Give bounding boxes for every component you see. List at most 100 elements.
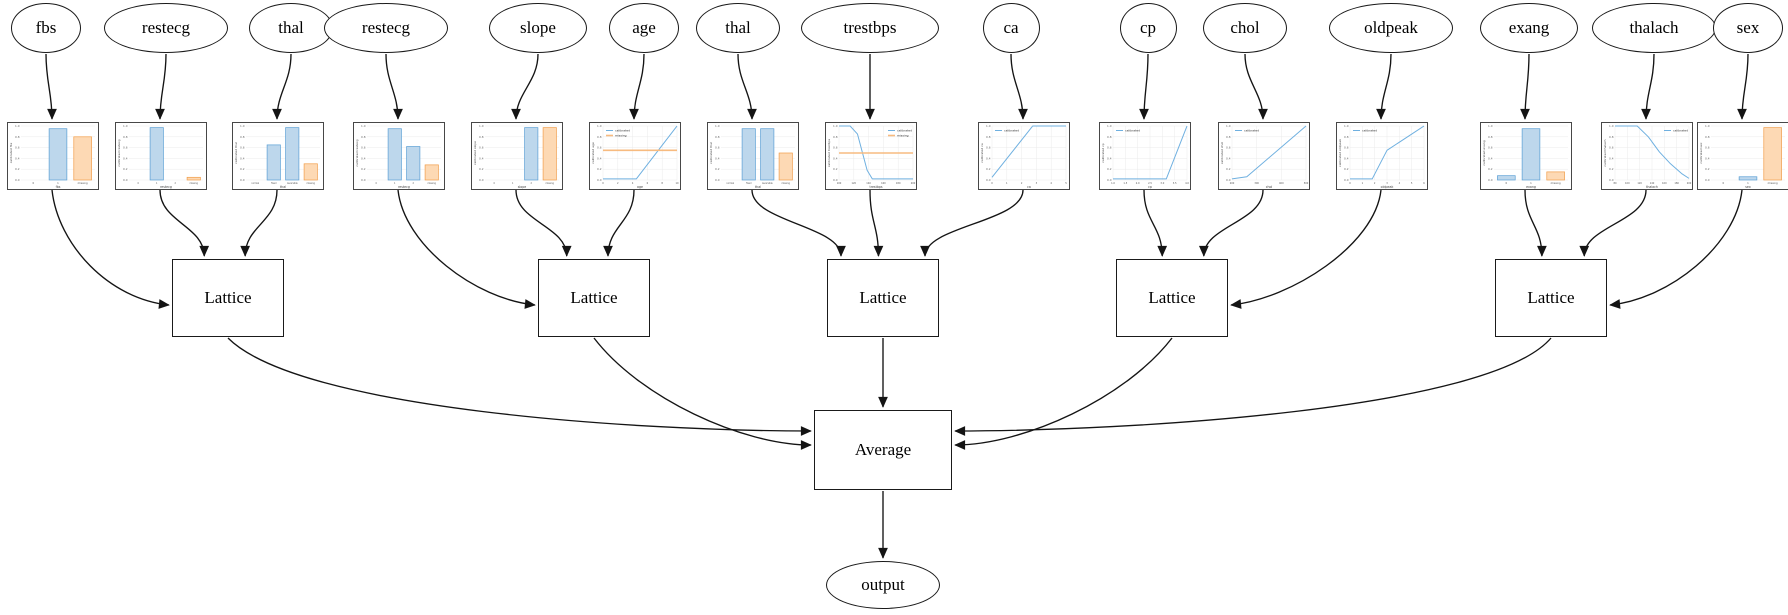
svg-text:restecg: restecg: [160, 185, 172, 189]
feature-node-exang-12: exang: [1480, 3, 1578, 53]
svg-text:fixed: fixed: [746, 182, 752, 185]
feature-node-restecg-1: restecg: [103, 3, 229, 53]
edge-arrow: [1139, 53, 1149, 120]
svg-text:ca: ca: [1027, 185, 1031, 189]
svg-text:0: 0: [1506, 181, 1508, 185]
feature-node-slope-4: slope: [489, 3, 587, 53]
svg-text:180: 180: [1674, 182, 1679, 185]
svg-text:0.2: 0.2: [361, 167, 366, 171]
svg-text:calibrated: calibrated: [1244, 129, 1259, 133]
svg-text:1.0: 1.0: [240, 124, 245, 128]
svg-text:0.4: 0.4: [1344, 156, 1349, 160]
svg-text:0.0: 0.0: [715, 178, 720, 182]
svg-text:calibrated fbs: calibrated fbs: [9, 142, 13, 163]
svg-text:missing: missing: [782, 182, 791, 185]
edge-arrow: [593, 337, 812, 450]
svg-text:0.6: 0.6: [1107, 146, 1112, 150]
svg-text:0.8: 0.8: [15, 135, 20, 139]
svg-text:exang: exang: [1526, 185, 1536, 189]
svg-text:1: 1: [1006, 182, 1008, 185]
svg-text:200: 200: [1687, 182, 1692, 185]
svg-text:0.0: 0.0: [1705, 178, 1710, 182]
svg-text:missing: missing: [546, 182, 555, 185]
edge-arrow: [751, 189, 846, 257]
edge-arrow: [1737, 53, 1749, 120]
svg-text:missing: missing: [1551, 181, 1561, 185]
svg-text:0.8: 0.8: [715, 135, 720, 139]
edge-arrow: [954, 337, 1173, 450]
svg-text:age: age: [637, 185, 643, 189]
svg-text:0: 0: [376, 182, 378, 185]
svg-text:1: 1: [1530, 181, 1532, 185]
svg-text:0: 0: [138, 182, 140, 185]
feature-node-thalach-13: thalach: [1591, 3, 1717, 53]
svg-text:0.0: 0.0: [479, 178, 484, 182]
svg-text:6: 6: [1423, 182, 1425, 185]
edge-arrow: [1520, 53, 1530, 120]
svg-text:missing: missing: [615, 134, 627, 138]
svg-text:160: 160: [881, 182, 886, 185]
svg-text:1.0: 1.0: [479, 124, 484, 128]
svg-text:normal: normal: [251, 182, 259, 185]
svg-text:calibrated exang: calibrated exang: [1482, 140, 1486, 165]
svg-text:normal: normal: [726, 182, 734, 185]
svg-text:1: 1: [156, 182, 158, 185]
edge-arrow: [1641, 53, 1655, 120]
svg-text:300: 300: [1254, 182, 1259, 185]
edge-arrow: [869, 189, 884, 257]
svg-text:1.0: 1.0: [123, 124, 128, 128]
svg-text:1: 1: [57, 181, 59, 185]
svg-text:0.4: 0.4: [240, 156, 245, 160]
svg-text:4: 4: [1399, 182, 1401, 185]
svg-text:1.0: 1.0: [1344, 124, 1349, 128]
svg-text:0: 0: [1349, 182, 1351, 185]
svg-text:fbs: fbs: [56, 185, 61, 189]
svg-text:missing: missing: [190, 182, 199, 185]
lattice-box-4: Lattice: [1116, 259, 1228, 337]
svg-text:0: 0: [1723, 181, 1725, 185]
svg-text:2: 2: [175, 182, 177, 185]
edge-arrow: [1010, 53, 1028, 120]
lattice-box-3: Lattice: [827, 259, 939, 337]
lattice-box-5: Lattice: [1495, 259, 1607, 337]
svg-text:1.0: 1.0: [986, 124, 991, 128]
edge-arrow: [920, 189, 1024, 257]
svg-text:5: 5: [1065, 182, 1067, 185]
feature-node-chol-10: chol: [1203, 3, 1287, 53]
svg-text:0: 0: [991, 182, 993, 185]
svg-text:2.0: 2.0: [1136, 182, 1140, 185]
svg-text:1: 1: [394, 182, 396, 185]
svg-text:0.8: 0.8: [1226, 135, 1231, 139]
edge-arrow: [511, 53, 539, 120]
svg-text:0.6: 0.6: [240, 146, 245, 150]
svg-text:1: 1: [512, 182, 514, 185]
svg-text:1.0: 1.0: [833, 124, 838, 128]
svg-text:0.8: 0.8: [1705, 135, 1710, 139]
svg-text:0.2: 0.2: [240, 167, 245, 171]
svg-text:1.0: 1.0: [1111, 182, 1115, 185]
edge-arrow: [1143, 189, 1168, 257]
svg-text:4: 4: [632, 182, 634, 185]
svg-text:0.4: 0.4: [986, 156, 991, 160]
feature-node-sex-14: sex: [1712, 3, 1784, 53]
svg-text:1: 1: [1362, 182, 1364, 185]
svg-text:calibrated sex: calibrated sex: [1699, 142, 1703, 163]
edge-arrow: [227, 337, 812, 436]
svg-text:0.0: 0.0: [986, 178, 991, 182]
svg-text:0.6: 0.6: [986, 146, 991, 150]
svg-text:0.2: 0.2: [715, 167, 720, 171]
svg-text:1.0: 1.0: [15, 124, 20, 128]
svg-text:calibrated slope: calibrated slope: [473, 141, 477, 165]
svg-text:0.4: 0.4: [479, 156, 484, 160]
edge-arrow: [240, 189, 278, 257]
svg-text:0.0: 0.0: [1609, 178, 1614, 182]
